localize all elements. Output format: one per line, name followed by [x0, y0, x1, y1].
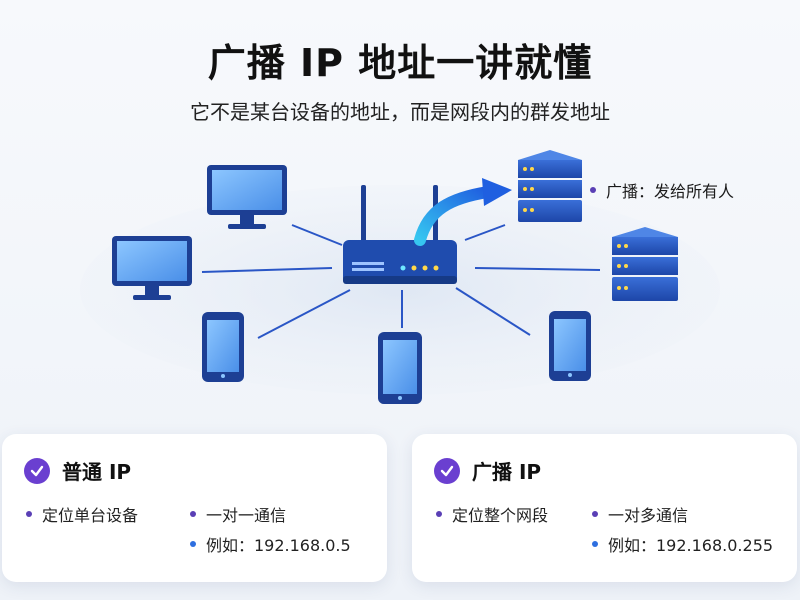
bullet-dot [436, 511, 442, 517]
router-icon [343, 185, 457, 284]
broadcast-callout: 广播：发给所有人 [590, 178, 734, 202]
check-icon [24, 457, 50, 484]
normal-ip-card: 普通 IP 定位单台设备 一对一通信 例如：192.168.0.5 [2, 434, 387, 582]
server-icon [518, 150, 582, 222]
server-icon [612, 227, 678, 301]
feature-item: 例如：192.168.0.255 [592, 532, 773, 556]
feature-text: 例如：192.168.0.5 [206, 536, 351, 555]
feature-text: 一对一通信 [206, 506, 287, 525]
feature-item: 一对一通信 [190, 502, 286, 526]
bullet-dot [26, 511, 32, 517]
bullet-dot [590, 187, 596, 193]
feature-text: 一对多通信 [608, 506, 689, 525]
bullet-dot [592, 511, 598, 517]
smartphone-icon [378, 332, 422, 404]
page-title: 广播 IP 地址一讲就懂 [207, 41, 593, 85]
broadcast-callout-text: 广播：发给所有人 [606, 182, 735, 201]
page-subtitle: 它不是某台设备的地址，而是网段内的群发地址 [190, 100, 610, 124]
monitor-icon [112, 236, 192, 300]
feature-item: 定位整个网段 [436, 502, 548, 526]
check-icon [434, 457, 460, 484]
feature-text: 定位单台设备 [42, 506, 139, 525]
feature-text: 例如：192.168.0.255 [608, 536, 774, 555]
normal-ip-card-title: 普通 IP [62, 460, 132, 484]
broadcast-ip-card-title: 广播 IP [472, 460, 542, 484]
feature-item: 一对多通信 [592, 502, 688, 526]
network-diagram [80, 150, 720, 404]
arrow-icon [414, 178, 512, 246]
bullet-dot [592, 541, 598, 547]
connection-lines [201, 224, 601, 339]
bullet-dot [190, 511, 196, 517]
normal-ip-card-header: 普通 IP [24, 456, 131, 485]
monitor-icon [207, 165, 287, 229]
bullet-dot [190, 541, 196, 547]
smartphone-icon [549, 311, 591, 381]
broadcast-ip-card: 广播 IP 定位整个网段 一对多通信 例如：192.168.0.255 [412, 434, 797, 582]
feature-item: 定位单台设备 [26, 502, 138, 526]
broadcast-ip-card-header: 广播 IP [434, 456, 541, 485]
smartphone-icon [202, 312, 244, 382]
feature-item: 例如：192.168.0.5 [190, 532, 351, 556]
feature-text: 定位整个网段 [452, 506, 549, 525]
